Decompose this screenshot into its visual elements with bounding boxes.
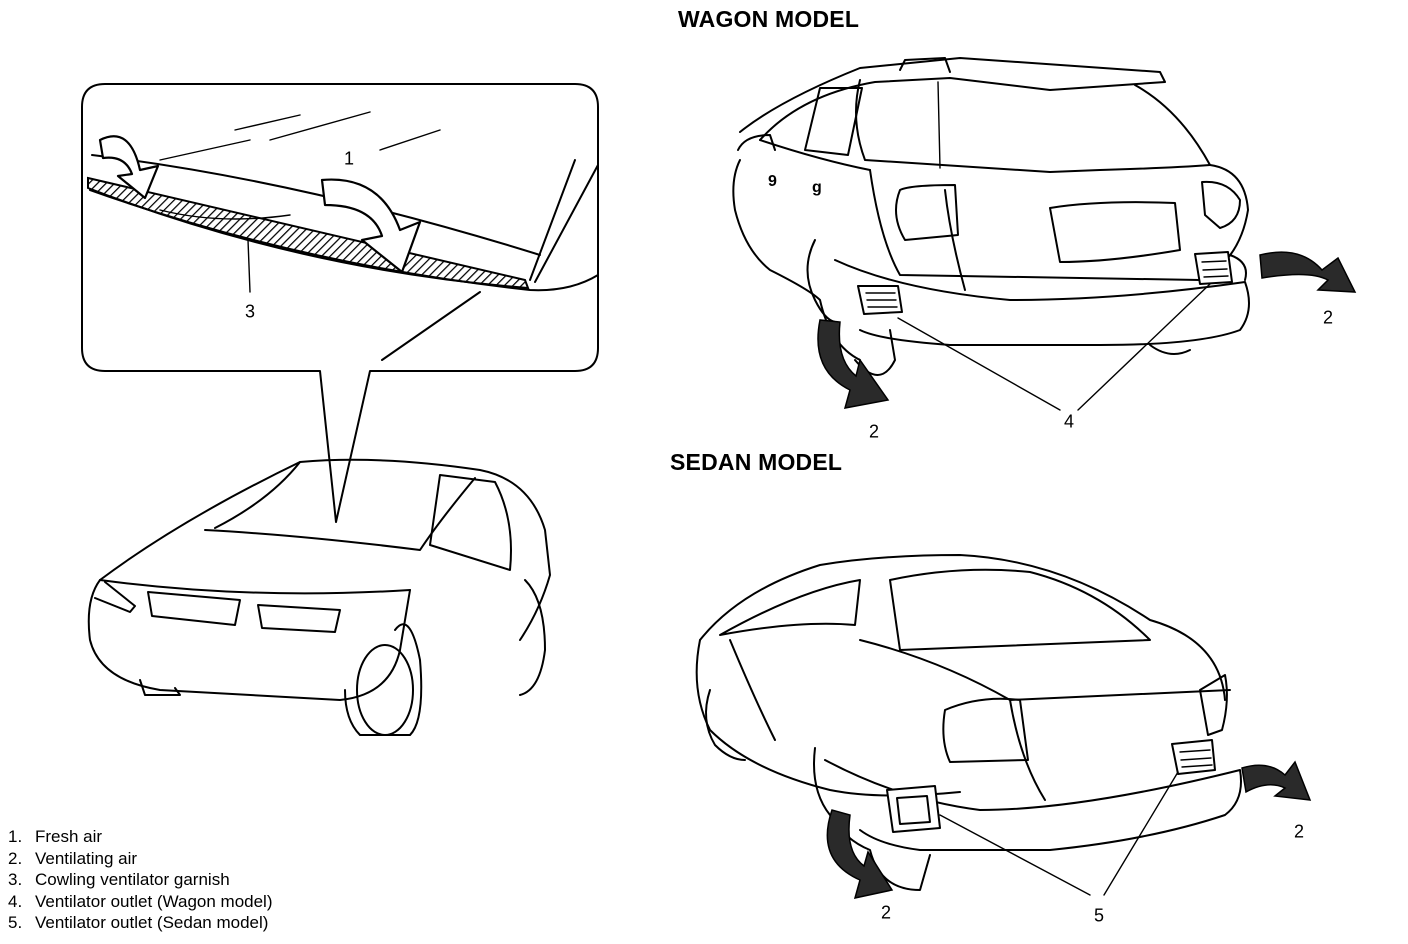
parts-legend: 1.Fresh air 2.Ventilating air 3.Cowling … (8, 826, 273, 934)
legend-item: 4.Ventilator outlet (Wagon model) (8, 891, 273, 911)
legend-item: 5.Ventilator outlet (Sedan model) (8, 913, 269, 932)
legend-item: 1.Fresh air (8, 827, 103, 846)
svg-text:g: g (812, 179, 822, 196)
sedan-model-heading: SEDAN MODEL (670, 449, 843, 475)
callout-wagon-air-left: 2 (868, 421, 880, 442)
wagon-car-illustration: 9 g (732, 57, 1357, 411)
callout-fresh-air: 1 (343, 148, 355, 169)
callout-garnish: 3 (244, 301, 256, 322)
callout-wagon-air-right: 2 (1322, 307, 1334, 328)
sedan-car-illustration (695, 554, 1312, 899)
legend-item: 3.Cowling ventilator garnish (8, 870, 230, 889)
callout-sedan-air-right: 2 (1293, 821, 1305, 842)
front-car-illustration (87, 458, 551, 736)
callout-wagon-outlet: 4 (1063, 411, 1075, 432)
cowling-detail-callout (81, 83, 599, 523)
callout-sedan-air-left: 2 (880, 902, 892, 923)
wagon-model-heading: WAGON MODEL (678, 6, 860, 32)
legend-item: 2.Ventilating air (8, 848, 138, 868)
callout-sedan-outlet: 5 (1093, 905, 1105, 926)
svg-text:9: 9 (768, 173, 777, 190)
